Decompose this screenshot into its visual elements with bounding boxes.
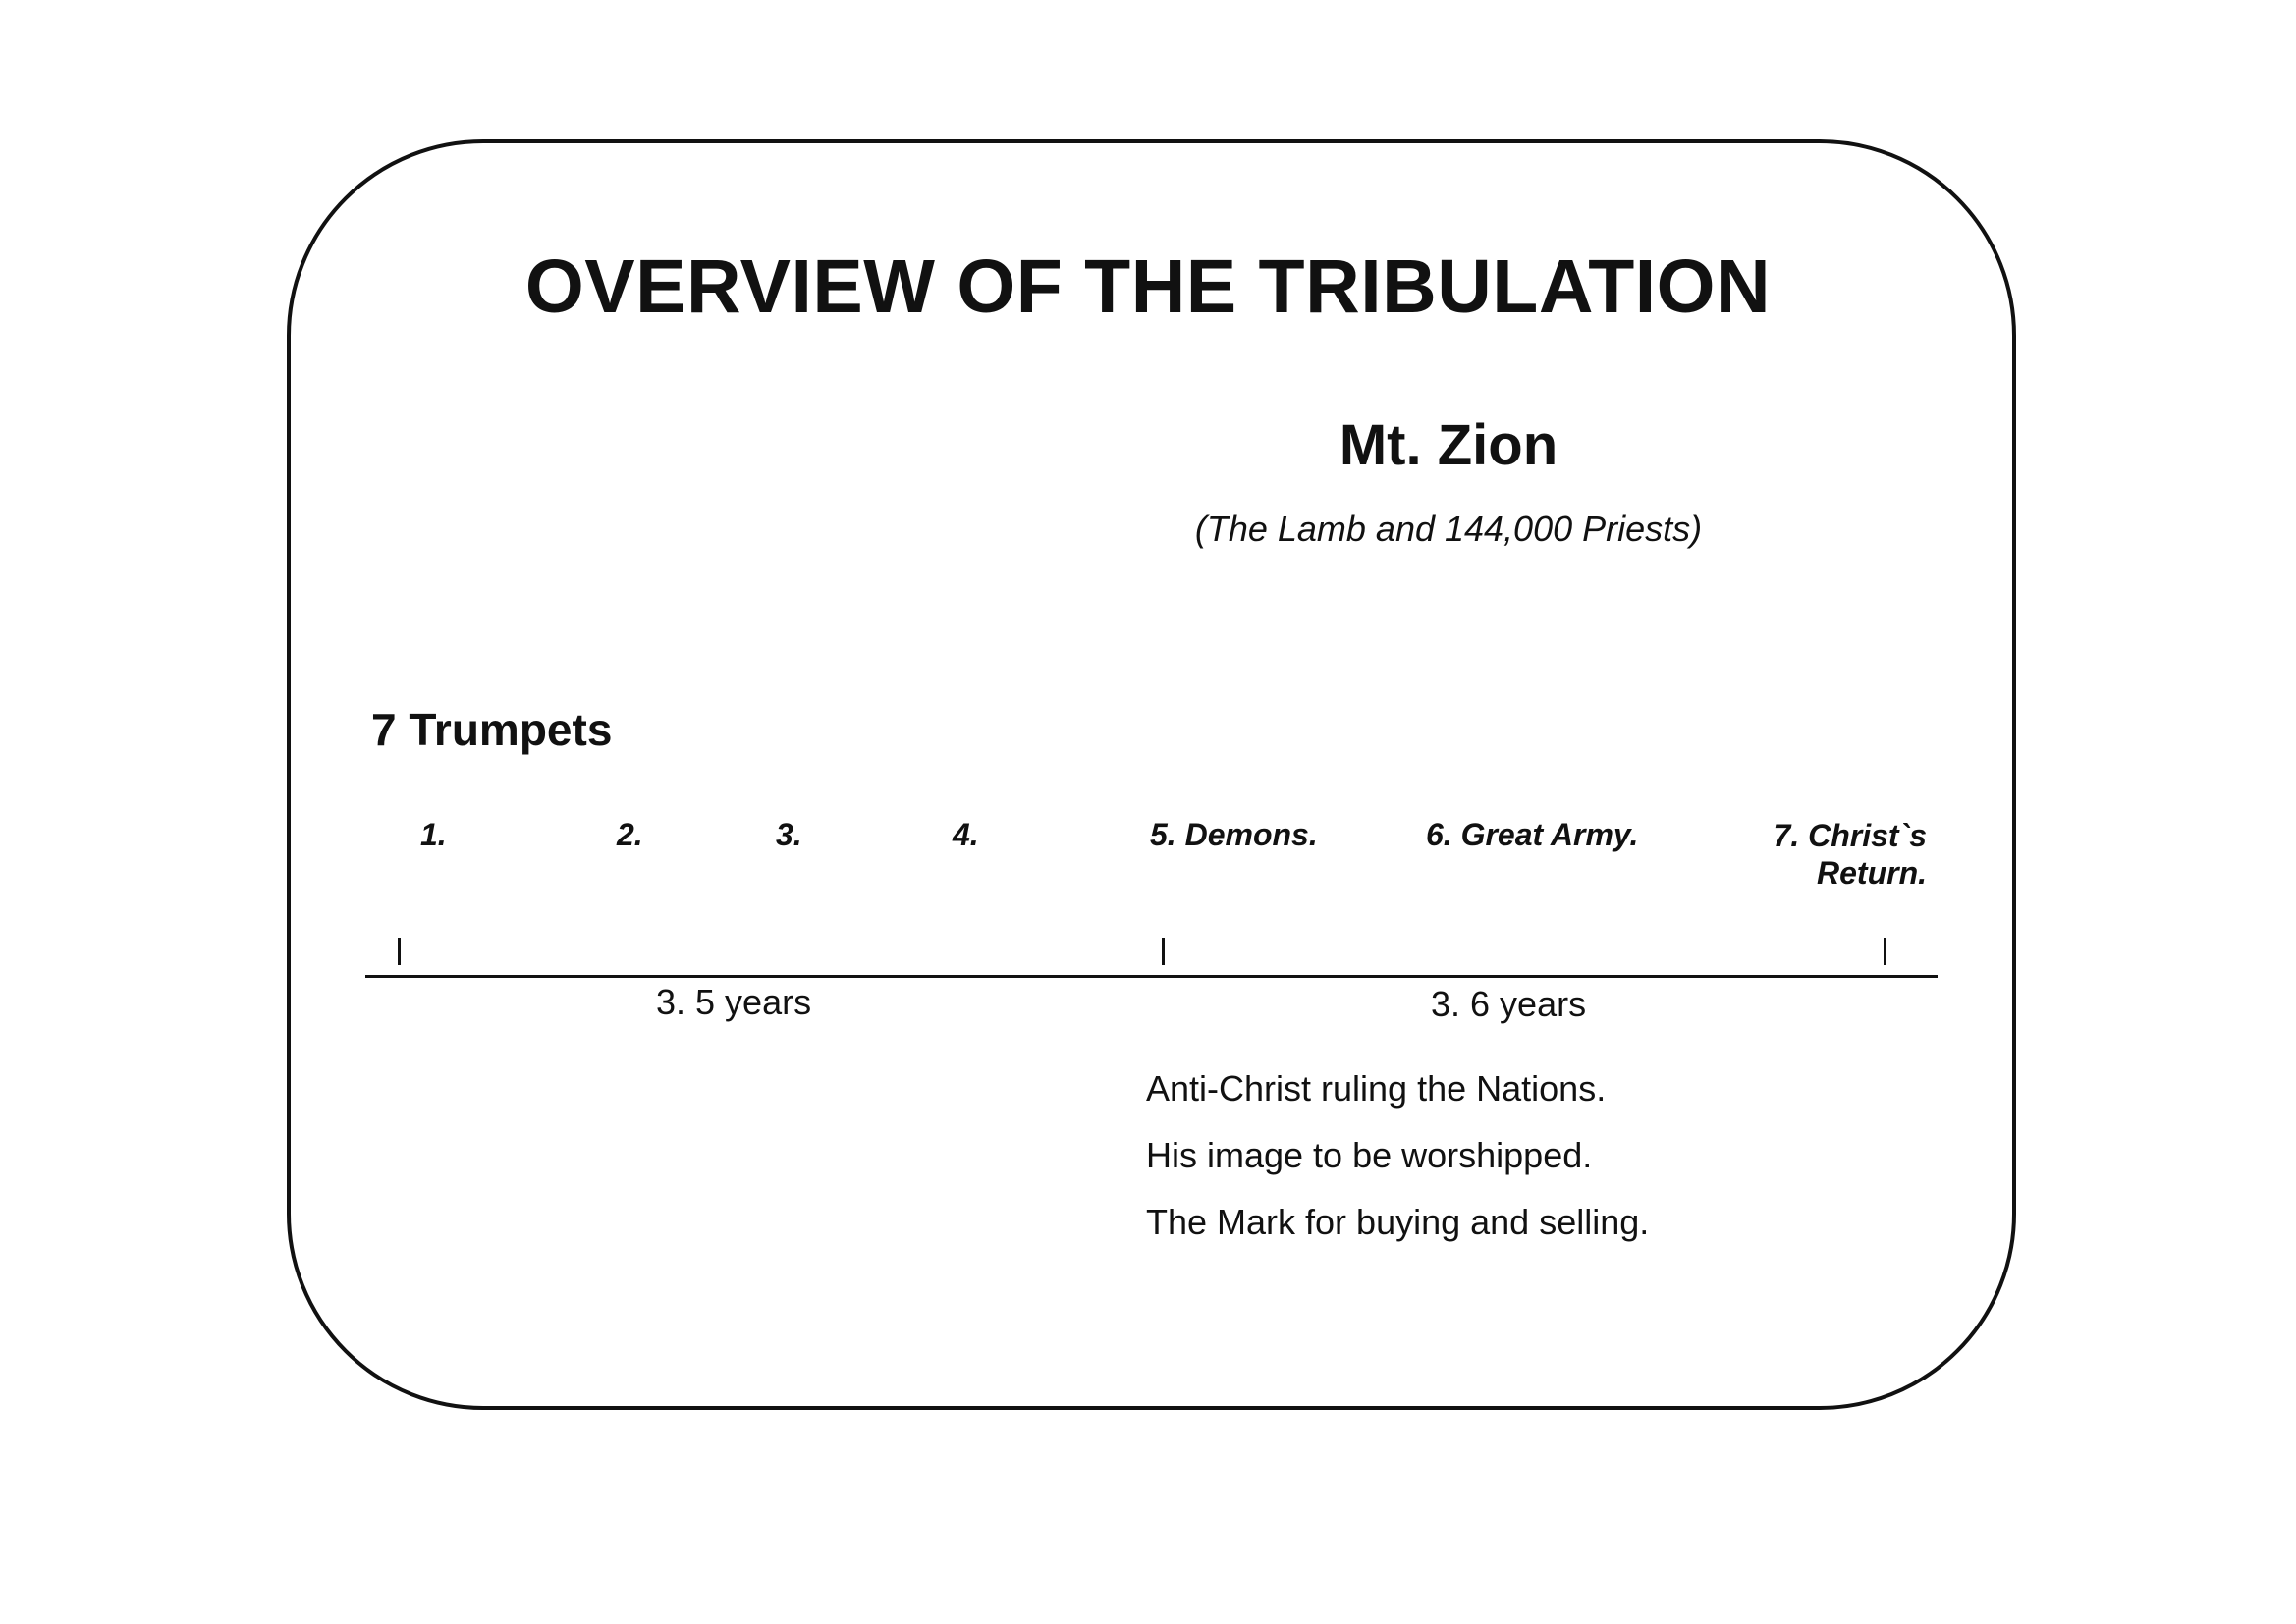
note-anti-christ-ruling: Anti-Christ ruling the Nations. [1146, 1068, 1607, 1109]
trumpet-7-label: 7. Christ`s Return. [1773, 818, 1927, 891]
trumpet-2-label: 2. [617, 817, 643, 852]
trumpet-4-label: 4. [953, 817, 979, 852]
first-half-duration: 3. 5 years [656, 982, 812, 1022]
trumpet-5-label: 5. Demons. [1150, 817, 1318, 852]
timeline-line [365, 975, 1938, 978]
page-title: OVERVIEW OF THE TRIBULATION [524, 244, 1772, 329]
timeline-start-tick [398, 938, 401, 965]
trumpet-1-label: 1. [420, 817, 447, 852]
second-half-duration: 3. 6 years [1431, 984, 1587, 1024]
trumpet-3-label: 3. [776, 817, 802, 852]
note-image-worshipped: His image to be worshipped. [1146, 1135, 1593, 1175]
note-mark-buying-selling: The Mark for buying and selling. [1146, 1202, 1650, 1242]
trumpets-heading: 7 Trumpets [371, 704, 613, 755]
timeline-midpoint-tick [1162, 938, 1165, 965]
rounded-border-frame [287, 139, 2016, 1410]
mt-zion-heading: Mt. Zion [1339, 413, 1558, 477]
timeline-end-tick [1884, 938, 1886, 965]
mt-zion-subtitle: (The Lamb and 144,000 Priests) [1194, 509, 1703, 549]
trumpet-6-label: 6. Great Army. [1426, 817, 1639, 852]
